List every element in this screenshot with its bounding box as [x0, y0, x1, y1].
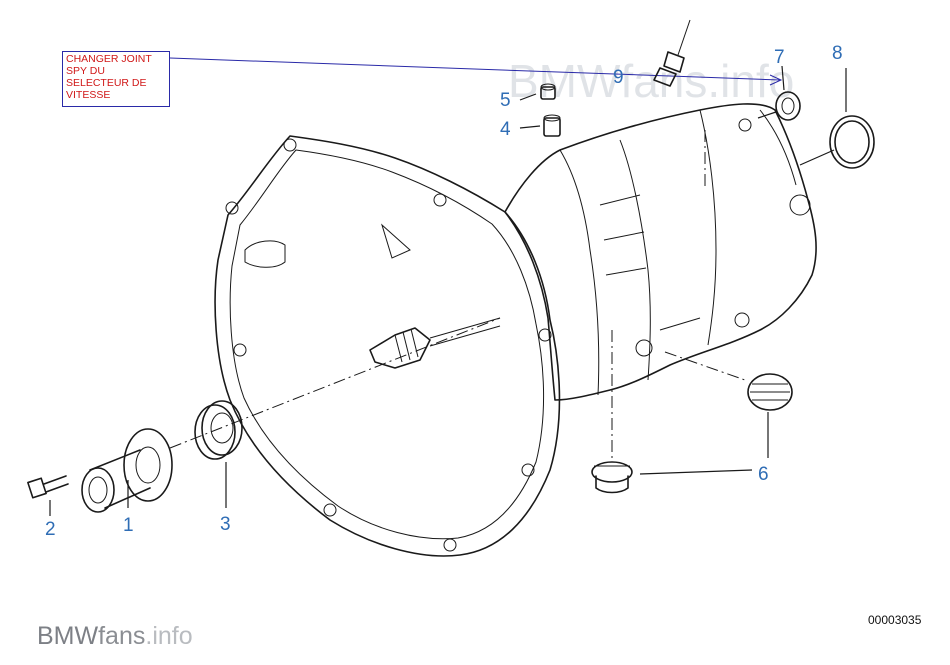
callout-line: CHANGER JOINT [66, 53, 152, 65]
callout-line: SPY DU [66, 65, 105, 77]
part-number-2: 2 [45, 519, 56, 540]
part-number-6: 6 [758, 464, 769, 485]
input-shaft [369, 317, 501, 369]
part-number-9: 9 [613, 67, 624, 88]
part-number-8: 8 [832, 43, 843, 64]
part-switch [653, 19, 691, 87]
part-plug-lower [591, 461, 633, 494]
part-small-seal [775, 91, 801, 121]
part-guide-sleeve [81, 428, 173, 513]
logo-info: .info [145, 622, 193, 650]
part-number-3: 3 [220, 514, 231, 535]
part-number-1: 1 [123, 515, 134, 536]
bell-housing [214, 135, 561, 557]
leader-lines [49, 65, 847, 516]
diagram-code: 00003035 [868, 613, 922, 627]
watermark: BMWfans.info [508, 55, 794, 107]
part-bolt [27, 475, 69, 499]
gearbox-case [504, 103, 817, 401]
part-bushing [543, 114, 561, 137]
part-shaft-seal [194, 400, 243, 460]
logo-fans: fans [98, 622, 146, 650]
part-o-ring [829, 115, 875, 169]
part-plug-upper [747, 373, 793, 411]
part-cap [540, 83, 556, 100]
bmwfans-logo: BMWfans.info [37, 622, 193, 651]
logo-bmw: BMW [37, 622, 99, 650]
part-number-5: 5 [500, 90, 511, 111]
callout-line: SELECTEUR DE [66, 77, 147, 89]
centerlines [169, 130, 746, 460]
part-number-4: 4 [500, 119, 511, 140]
part-number-7: 7 [774, 47, 785, 68]
callout-arrow [169, 57, 783, 86]
callout-line: VITESSE [66, 89, 111, 101]
callout-note: CHANGER JOINT SPY DU SELECTEUR DE VITESS… [62, 51, 170, 107]
